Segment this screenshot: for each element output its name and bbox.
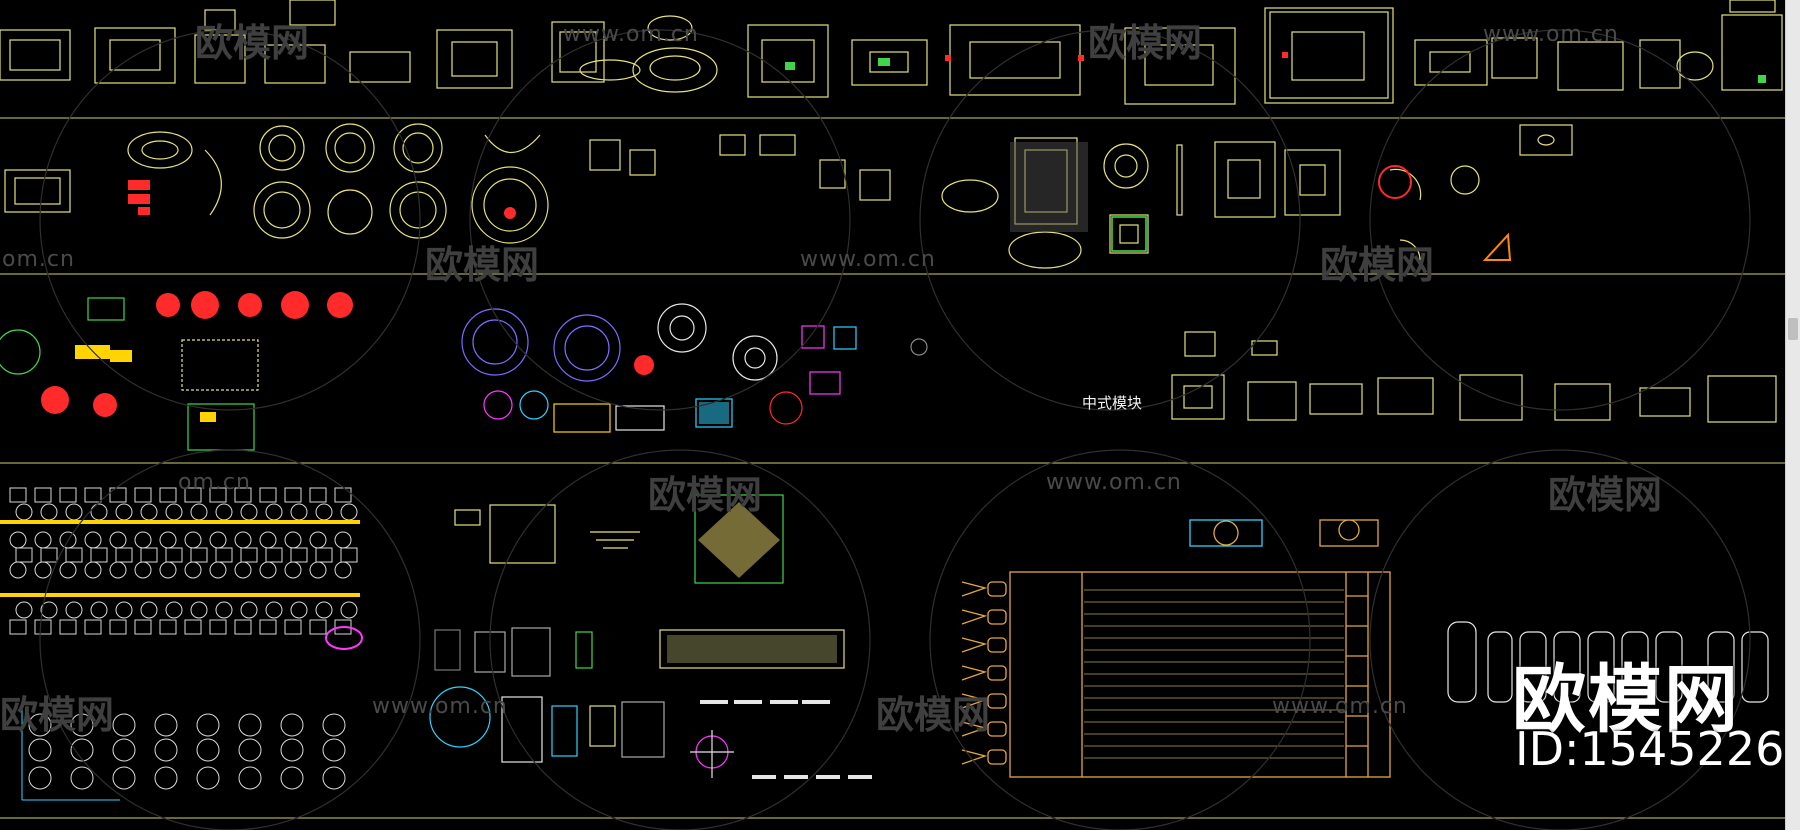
watermark-site: www.om.cn (1272, 694, 1408, 719)
watermark-logo: 欧模网 (876, 693, 991, 737)
watermark-site: www.om.cn (1046, 470, 1182, 495)
row3-decorative-blocks (0, 297, 1777, 451)
watermark-site: www.om.cn (372, 694, 508, 719)
watermark-logo: 欧模网 (1548, 473, 1663, 517)
watermark-logo: 欧模网 (0, 693, 115, 737)
watermark-logo: 欧模网 (648, 473, 763, 517)
row1-sofa-sets (0, 0, 1783, 105)
brand-id-text: ID:1545226 (1515, 722, 1785, 776)
watermark-site: www.om.cn (563, 22, 699, 47)
watermark-site-partial: om.cn (2, 247, 75, 272)
row4-middle-blocks (429, 494, 845, 778)
watermark-logo: 欧模网 (1320, 243, 1435, 287)
watermark-site-partial: om.cn (178, 470, 251, 495)
vertical-scrollbar[interactable] (1785, 0, 1800, 830)
watermark-site: www.om.cn (800, 247, 936, 272)
scrollbar-thumb[interactable] (1788, 318, 1798, 340)
watermark-site: www.om.cn (1483, 22, 1619, 47)
row4-ornament-grid (9, 487, 358, 790)
watermark-logo: 欧模网 (195, 21, 310, 65)
row4-large-layout (961, 519, 1391, 778)
watermark-logo: 欧模网 (1088, 21, 1203, 65)
watermark-logo: 欧模网 (425, 243, 540, 287)
chinese-module-label: 中式模块 (1082, 394, 1143, 412)
brand-logo-text: 欧模网 (1512, 657, 1740, 743)
